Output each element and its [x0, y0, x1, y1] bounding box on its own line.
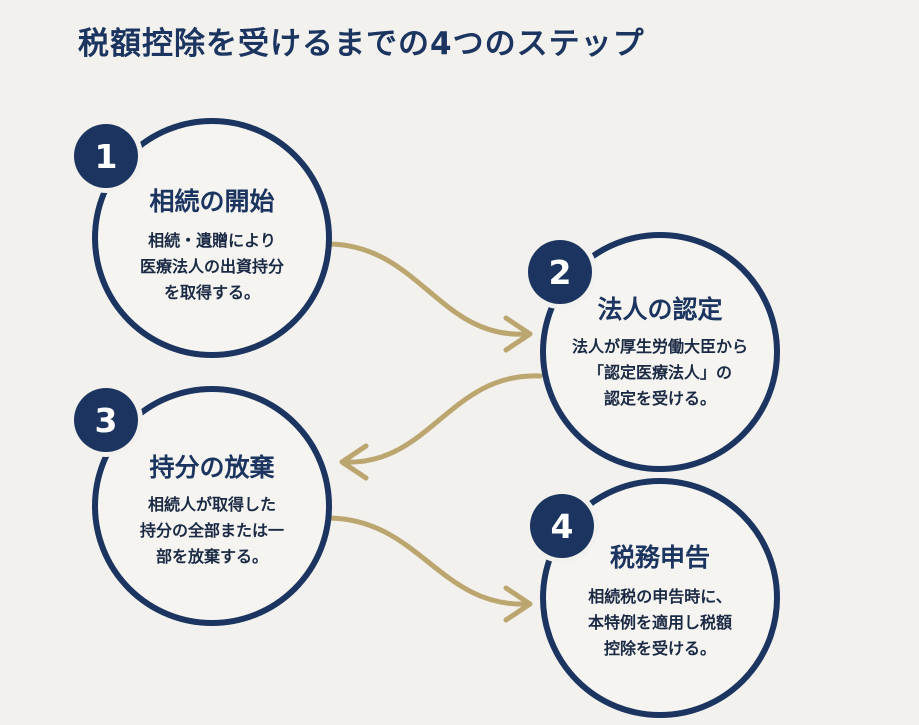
step-4-description: 相続税の申告時に、 本特例を適用し税額 控除を受ける。 — [587, 587, 732, 658]
step-4-number-badge: 4 — [530, 494, 594, 558]
step-3-heading: 持分の放棄 — [149, 453, 275, 482]
step-3-number-badge: 3 — [74, 388, 138, 452]
page-title: 税額控除を受けるまでの4つのステップ — [78, 26, 645, 62]
step-3-description: 相続人が取得した 持分の全部または一 部を放棄する。 — [139, 495, 284, 566]
step-2-number-badge: 2 — [528, 240, 592, 304]
arrowhead-step1-to-step2 — [503, 315, 533, 353]
arrow-step1-to-step2 — [327, 241, 531, 337]
arrow-step3-to-step4 — [327, 515, 531, 607]
arrowhead-step2-to-step3 — [339, 443, 369, 481]
step-1-description: 相続・遺贈により 医療法人の出資持分 を取得する。 — [139, 231, 284, 302]
step-1-heading: 相続の開始 — [149, 187, 275, 216]
arrow-step2-to-step3 — [341, 373, 543, 465]
step-2-description: 法人が厚生労働大臣から 「認定医療法人」の 認定を受ける。 — [571, 337, 748, 408]
step-1-number-badge: 1 — [74, 124, 138, 188]
arrowhead-step3-to-step4 — [503, 585, 533, 623]
step-2-heading: 法人の認定 — [597, 295, 723, 324]
step-4-heading: 税務申告 — [609, 543, 710, 572]
step-2-circle: 法人の認定 法人が厚生労働大臣から 「認定医療法人」の 認定を受ける。 — [540, 232, 780, 472]
